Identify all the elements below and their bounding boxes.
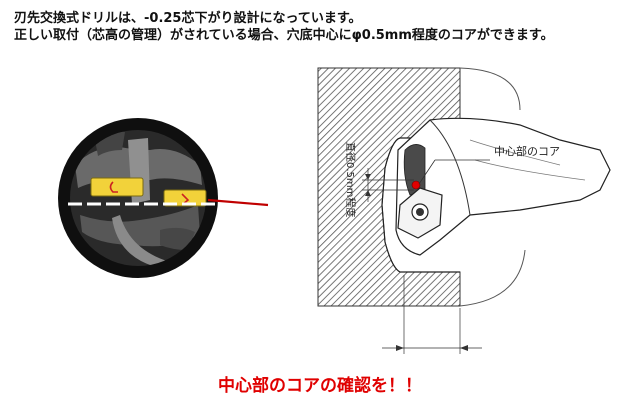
core-point xyxy=(411,180,421,190)
drill-end-view xyxy=(58,118,269,278)
centerline-extension xyxy=(207,198,269,207)
diameter-label: 直径0.5mm程度 xyxy=(344,142,357,217)
core-label: 中心部のコア xyxy=(494,144,560,158)
drill-body xyxy=(395,117,611,256)
bottom-message: 中心部のコアの確認を！！ xyxy=(218,376,422,396)
intro-text: 刃先交換式ドリルは、-0.25芯下がり設計になっています。 正しい取付（芯高の管… xyxy=(14,11,554,43)
insert-left xyxy=(90,177,144,197)
cross-section: 中心部のコア 直径0.5mm程度 xyxy=(317,67,611,354)
